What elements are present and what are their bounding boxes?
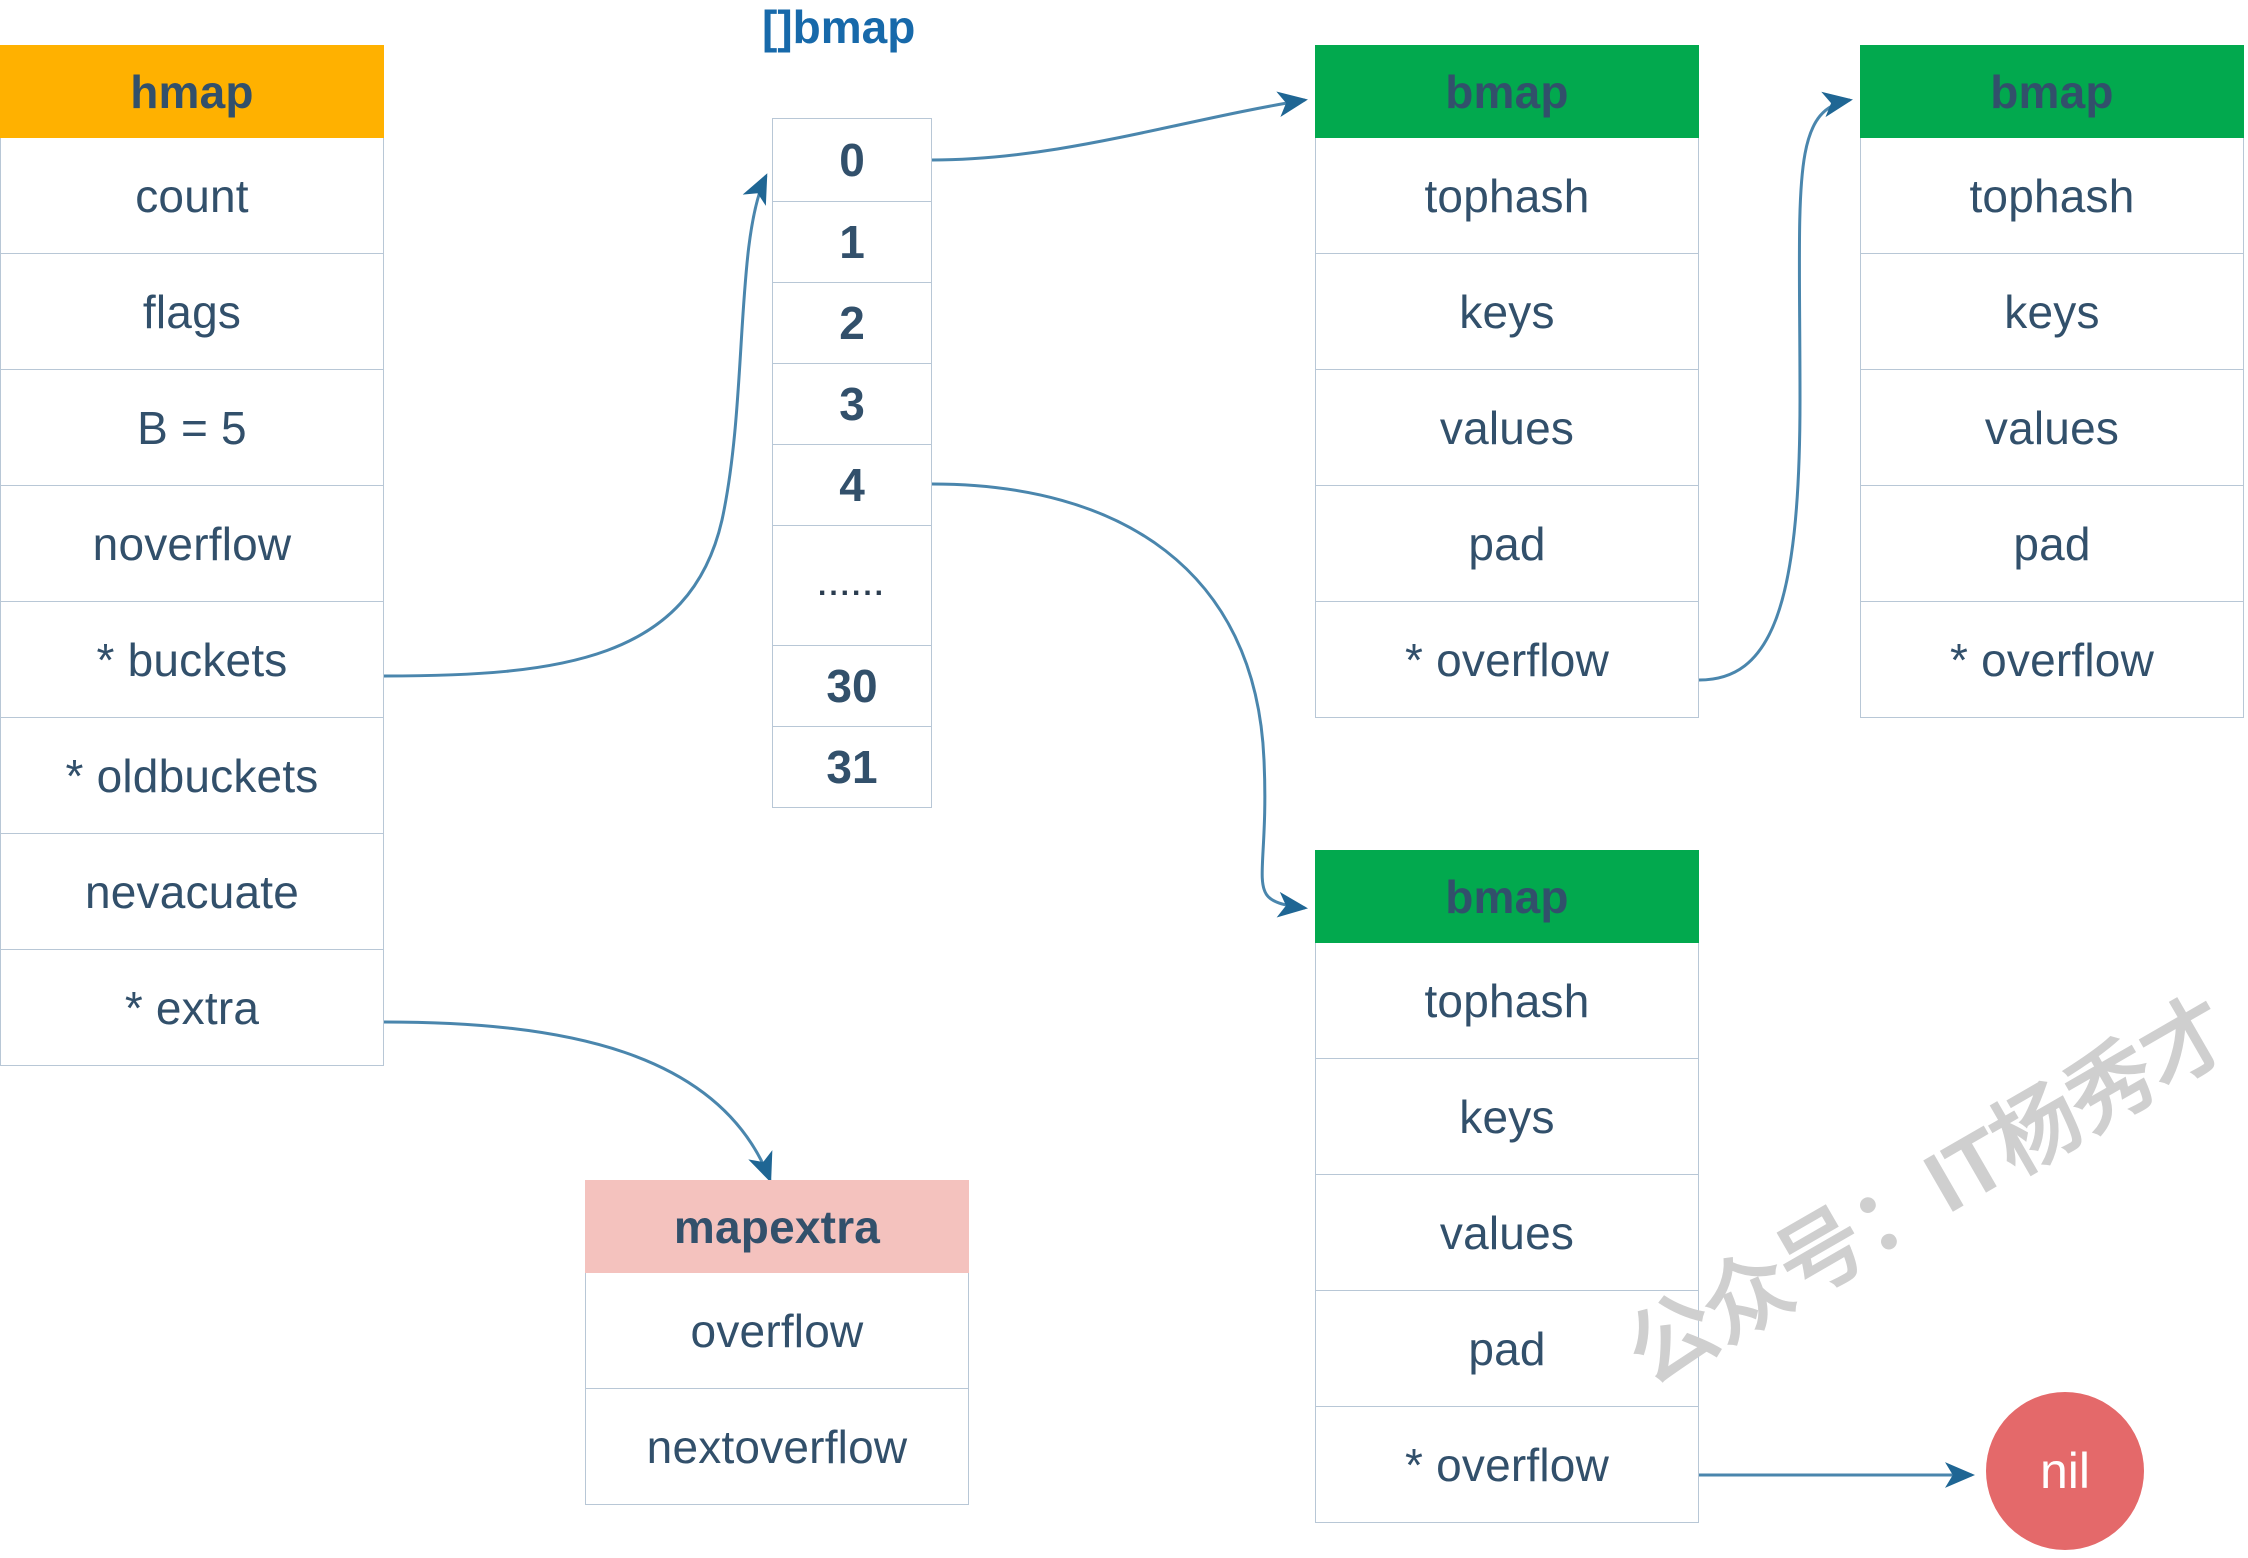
hmap-field-oldbuckets[interactable]: * oldbuckets (0, 718, 384, 834)
bucket-array: 0 1 2 3 4 ...... 30 31 (772, 118, 932, 808)
bucket-cell-3[interactable]: 3 (772, 364, 932, 445)
hmap-field-noverflow[interactable]: noverflow (0, 486, 384, 602)
bucket-cell-4[interactable]: 4 (772, 445, 932, 526)
arrow-cell4-to-bmap3 (931, 482, 1308, 918)
mapextra-struct: mapextra overflow nextoverflow (585, 1180, 969, 1505)
hmap-field-flags[interactable]: flags (0, 254, 384, 370)
bmap-struct-2: bmap tophash keys values pad * overflow (1860, 45, 2244, 718)
bmap-1-field-keys[interactable]: keys (1315, 254, 1699, 370)
bmap-2-field-overflow[interactable]: * overflow (1860, 602, 2244, 718)
nil-node[interactable]: nil (1986, 1392, 2144, 1550)
arrow-buckets-to-array (383, 173, 768, 678)
bucket-cell-2[interactable]: 2 (772, 283, 932, 364)
bmap-2-field-values[interactable]: values (1860, 370, 2244, 486)
bucket-cell-1[interactable]: 1 (772, 202, 932, 283)
hmap-struct: hmap count flags B = 5 noverflow * bucke… (0, 45, 384, 1066)
mapextra-title: mapextra (585, 1180, 969, 1273)
bmap-1-field-overflow[interactable]: * overflow (1315, 602, 1699, 718)
bmap-3-field-pad[interactable]: pad (1315, 1291, 1699, 1407)
bmap-struct-3: bmap tophash keys values pad * overflow (1315, 850, 1699, 1523)
arrow-cell0-to-bmap1 (931, 91, 1308, 162)
bmap-3-field-tophash[interactable]: tophash (1315, 943, 1699, 1059)
bmap-2-field-tophash[interactable]: tophash (1860, 138, 2244, 254)
bmap-3-field-values[interactable]: values (1315, 1175, 1699, 1291)
bmap-3-field-overflow[interactable]: * overflow (1315, 1407, 1699, 1523)
bucket-cell-30[interactable]: 30 (772, 646, 932, 727)
bmap-1-title: bmap (1315, 45, 1699, 138)
bmap-3-field-keys[interactable]: keys (1315, 1059, 1699, 1175)
bmap-1-field-pad[interactable]: pad (1315, 486, 1699, 602)
mapextra-field-nextoverflow[interactable]: nextoverflow (585, 1389, 969, 1505)
bmap-1-field-values[interactable]: values (1315, 370, 1699, 486)
bucket-cell-31[interactable]: 31 (772, 727, 932, 808)
bmap-1-field-tophash[interactable]: tophash (1315, 138, 1699, 254)
bucket-cell-0[interactable]: 0 (772, 118, 932, 202)
hmap-field-extra[interactable]: * extra (0, 950, 384, 1066)
bucket-cell-ellipsis: ...... (772, 526, 932, 646)
arrow-extra-to-mapextra (383, 1020, 773, 1183)
hmap-field-nevacuate[interactable]: nevacuate (0, 834, 384, 950)
hmap-field-buckets[interactable]: * buckets (0, 602, 384, 718)
bucket-array-title: []bmap (762, 1, 916, 53)
hmap-field-count[interactable]: count (0, 138, 384, 254)
hmap-field-b[interactable]: B = 5 (0, 370, 384, 486)
bmap-2-field-keys[interactable]: keys (1860, 254, 2244, 370)
bmap-3-title: bmap (1315, 850, 1699, 943)
bmap-2-title: bmap (1860, 45, 2244, 138)
bmap-struct-1: bmap tophash keys values pad * overflow (1315, 45, 1699, 718)
arrow-bmap1-overflow-to-bmap2 (1698, 91, 1853, 682)
hmap-title: hmap (0, 45, 384, 138)
mapextra-field-overflow[interactable]: overflow (585, 1273, 969, 1389)
bmap-2-field-pad[interactable]: pad (1860, 486, 2244, 602)
